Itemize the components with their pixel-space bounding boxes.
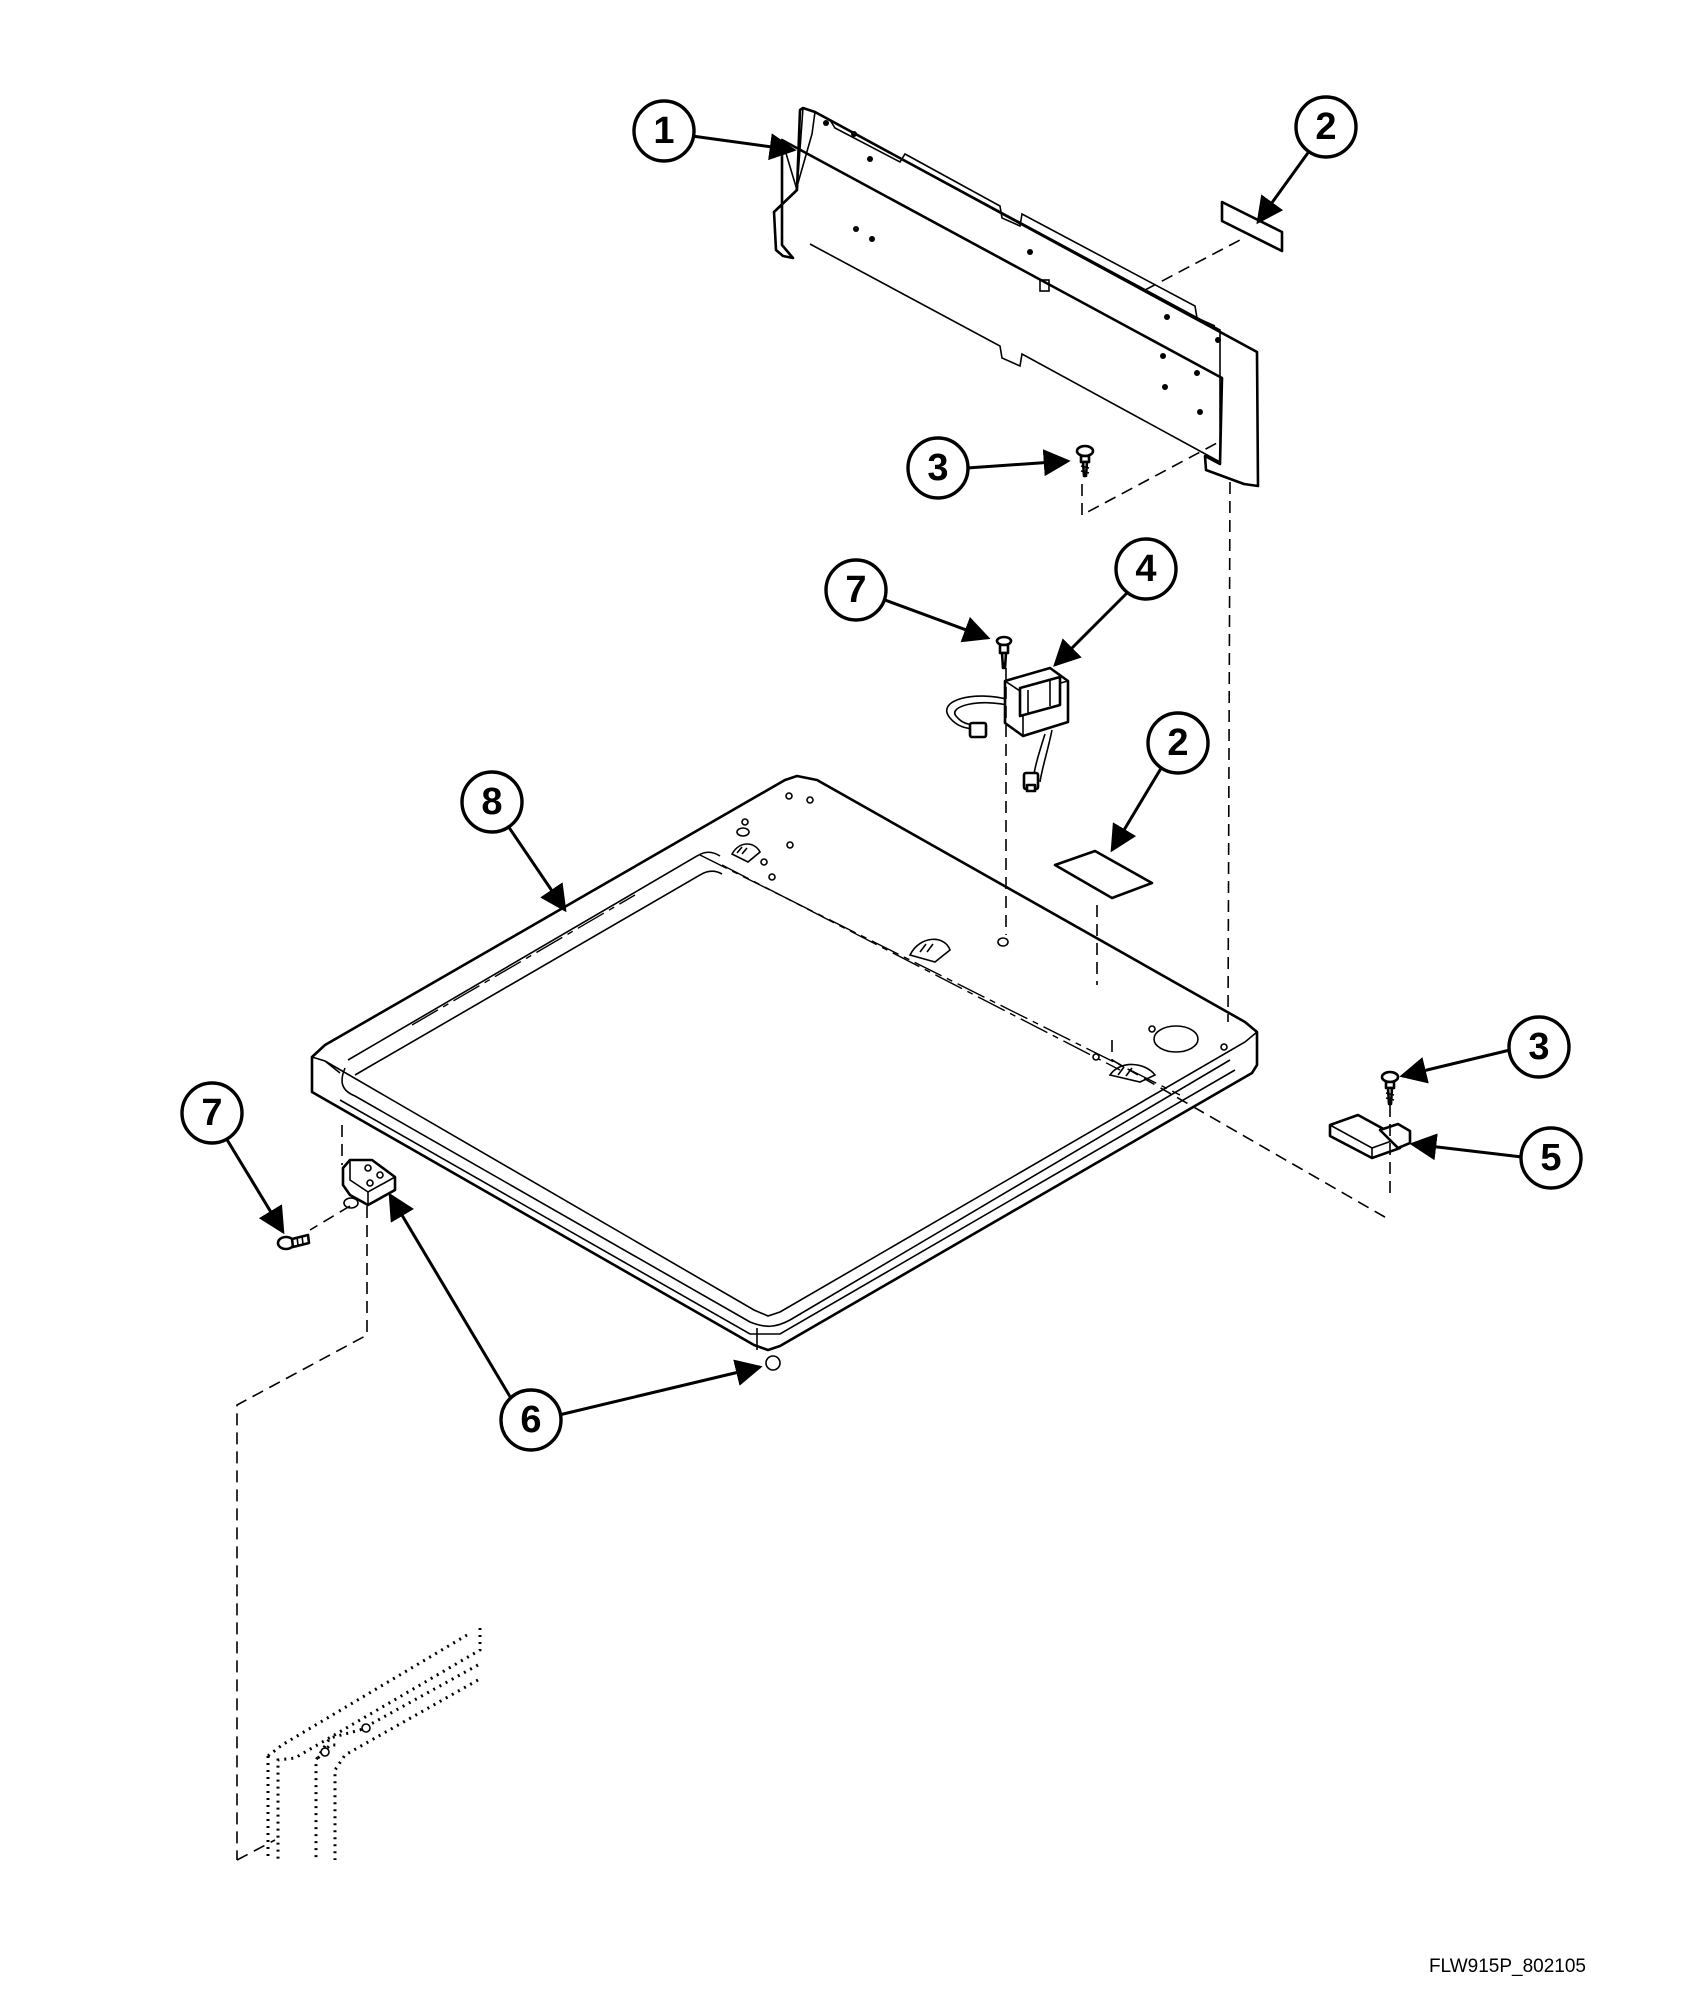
callout-3-lower: 3 (1399, 1015, 1571, 1084)
callout-7-lower-number: 7 (201, 1092, 222, 1134)
cabinet-outline (266, 1628, 482, 1860)
callout-2-upper-number: 2 (1315, 106, 1336, 148)
callout-3-upper-number: 3 (927, 447, 948, 489)
callout-2-lower-number: 2 (1167, 722, 1188, 764)
callout-7-lower: 7 (180, 1081, 285, 1235)
screw-upper-part (1075, 444, 1095, 478)
callout-7-upper: 7 (824, 558, 991, 643)
control-panel-bracket-part (772, 106, 1260, 488)
label-lower-part (1053, 849, 1154, 900)
drawing-id-label: FLW915P_802105 (1428, 1956, 1586, 1977)
callout-7-upper-number: 7 (845, 569, 866, 611)
lid-latch-part (1328, 1113, 1412, 1160)
callout-5: 5 (1409, 1126, 1583, 1190)
hinge-part (341, 1158, 397, 1209)
screw-7-lower-part (276, 1233, 311, 1251)
callout-4: 4 (1053, 537, 1178, 667)
callout-1-number: 1 (653, 110, 674, 152)
callout-2-upper: 2 (1256, 95, 1358, 225)
callout-5-number: 5 (1540, 1137, 1561, 1179)
screw-7-upper-part (995, 635, 1013, 670)
top-panel-part (310, 774, 1259, 1371)
callout-8-number: 8 (481, 781, 502, 823)
callout-4-number: 4 (1135, 548, 1156, 590)
callout-6-number: 6 (520, 1399, 541, 1441)
label-upper-part (1220, 200, 1284, 253)
screw-lower-part (1380, 1070, 1400, 1106)
callout-3-lower-number: 3 (1528, 1026, 1549, 1068)
callout-3-upper: 3 (906, 436, 1071, 500)
callout-2-lower: 2 (1110, 711, 1210, 853)
callout-6: 6 (388, 1192, 763, 1452)
transformer-part (946, 666, 1070, 793)
assembly-lines (236, 239, 1391, 1861)
callout-8: 8 (460, 770, 567, 913)
callout-1: 1 (632, 99, 797, 163)
